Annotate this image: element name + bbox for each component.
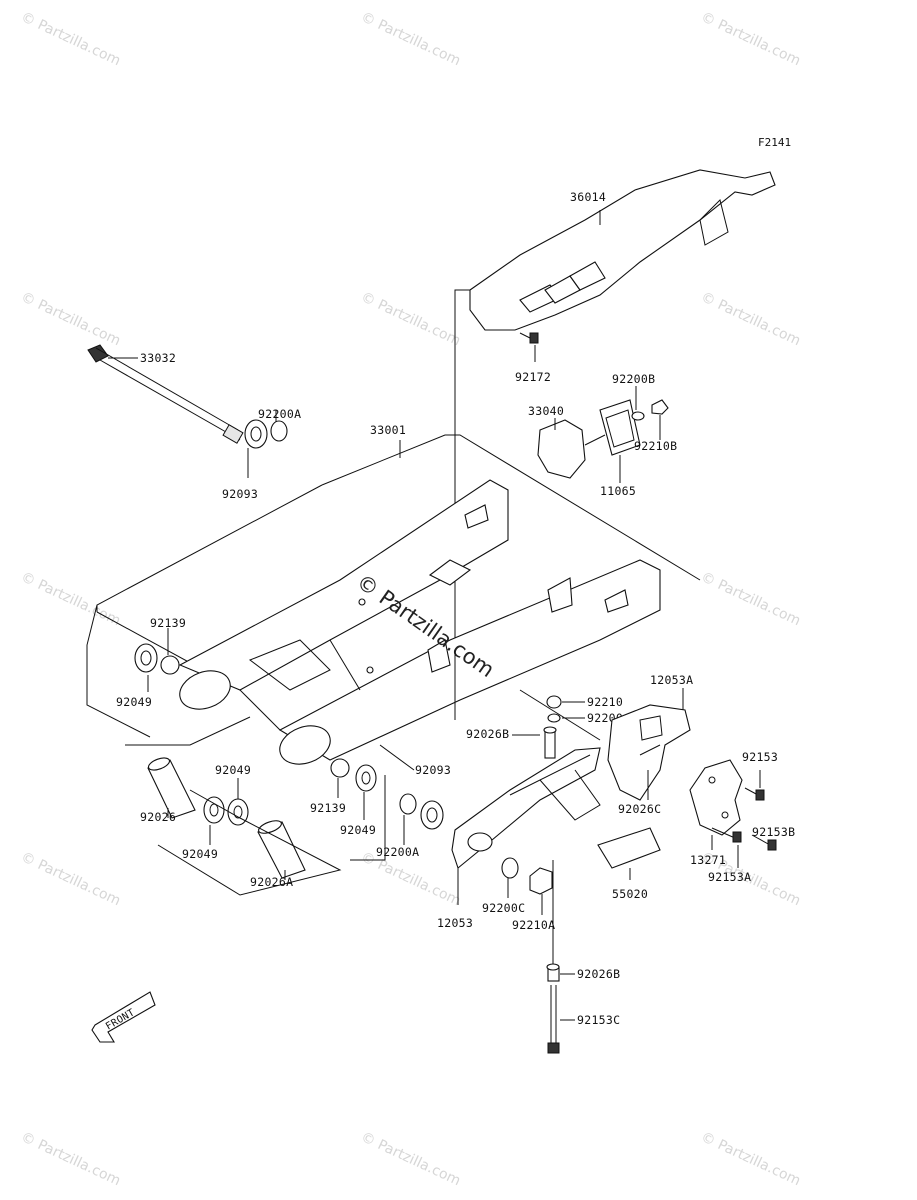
nut-92210A: [529, 867, 553, 895]
bolt-92153: [744, 787, 765, 801]
part-label-92139: 92139: [150, 616, 186, 630]
collar-92026B: [544, 729, 556, 759]
part-label-92026B-low: 92026B: [577, 967, 620, 981]
part-label-33040: 33040: [528, 404, 564, 418]
leader-line: [379, 744, 415, 771]
part-label-92049-b: 92049: [340, 823, 376, 837]
chain-guard: [469, 169, 776, 331]
assembly-outline: [350, 775, 386, 861]
figure-code: F2141: [758, 136, 791, 149]
watermark: © Partzilla.com: [18, 1129, 123, 1189]
part-label-33001: 33001: [370, 423, 406, 437]
part-label-92049-a: 92049: [215, 763, 251, 777]
watermark: © Partzilla.com: [18, 9, 123, 69]
part-label-92210A: 92210A: [512, 918, 555, 932]
part-label-36014: 36014: [570, 190, 606, 204]
part-label-55020: 55020: [612, 887, 648, 901]
watermark: © Partzilla.com: [698, 289, 803, 349]
part-label-92153C: 92153C: [577, 1013, 620, 1027]
seal-92049: [134, 643, 158, 673]
watermark: © Partzilla.com: [18, 289, 123, 349]
part-label-92200A-mid: 92200A: [376, 845, 419, 859]
assembly-outline: [125, 716, 251, 746]
alignment-line: [519, 689, 601, 741]
bolt-92153C: [547, 985, 560, 1054]
bolt-92153A: [711, 827, 742, 843]
part-label-92139-mid: 92139: [310, 801, 346, 815]
part-label-92172: 92172: [515, 370, 551, 384]
seal-92049: [227, 798, 249, 826]
part-label-92026C: 92026C: [618, 802, 661, 816]
watermark: © Partzilla.com: [698, 569, 803, 629]
watermark: © Partzilla.com: [698, 1129, 803, 1189]
part-label-92049: 92049: [116, 695, 152, 709]
watermark: © Partzilla.com: [358, 289, 463, 349]
part-label-12053A: 12053A: [650, 673, 693, 687]
part-label-92153: 92153: [742, 750, 778, 764]
part-label-11065: 11065: [600, 484, 636, 498]
plate-13271: [689, 759, 743, 836]
assembly-outline: [321, 434, 701, 581]
chain-adjuster: [537, 399, 669, 479]
watermark: © Partzilla.com: [18, 849, 123, 909]
bracket-12053A: [607, 704, 691, 801]
part-label-33032: 33032: [140, 351, 176, 365]
bolt-92172: [519, 332, 539, 344]
nut-92210: [546, 695, 562, 709]
part-label-92026A: 92026A: [250, 875, 293, 889]
washer-92200A: [399, 793, 417, 815]
part-label-92210B: 92210B: [634, 439, 677, 453]
part-label-92200A: 92200A: [258, 407, 301, 421]
watermark: © Partzilla.com: [698, 9, 803, 69]
part-label-92153A: 92153A: [708, 870, 751, 884]
part-label-92093: 92093: [222, 487, 258, 501]
watermark: © Partzilla.com: [358, 9, 463, 69]
seal-92049: [355, 764, 377, 792]
pivot-shaft: [87, 344, 244, 444]
bolt-92153B: [751, 834, 777, 851]
bushing-92139: [160, 655, 180, 675]
part-label-92026: 92026: [140, 810, 176, 824]
assembly-outline: [157, 789, 342, 896]
seal-92049: [203, 796, 225, 824]
part-label-92210: 92210: [587, 695, 623, 709]
pad-55020: [597, 827, 661, 869]
washer-92200: [547, 713, 561, 723]
front-arrow-icon: FRONT: [91, 991, 156, 1043]
part-label-13271: 13271: [690, 853, 726, 867]
swingarm: [178, 479, 661, 765]
assembly-outline: [86, 604, 151, 738]
part-label-92026B-mid: 92026B: [466, 727, 509, 741]
part-label-92200C: 92200C: [482, 901, 525, 915]
assembly-outline: [96, 484, 323, 612]
part-label-92153B: 92153B: [752, 825, 795, 839]
washer-92200A: [270, 420, 288, 442]
part-label-12053: 12053: [437, 916, 473, 930]
seal-92093: [244, 419, 268, 449]
watermark: © Partzilla.com: [358, 1129, 463, 1189]
part-label-92200B: 92200B: [612, 372, 655, 386]
part-label-92049-c: 92049: [182, 847, 218, 861]
chain-slider: [451, 747, 601, 869]
seal-92093: [420, 800, 444, 830]
washer-92200C: [501, 857, 519, 879]
part-label-92093-mid: 92093: [415, 763, 451, 777]
bushing-92139: [330, 758, 350, 778]
